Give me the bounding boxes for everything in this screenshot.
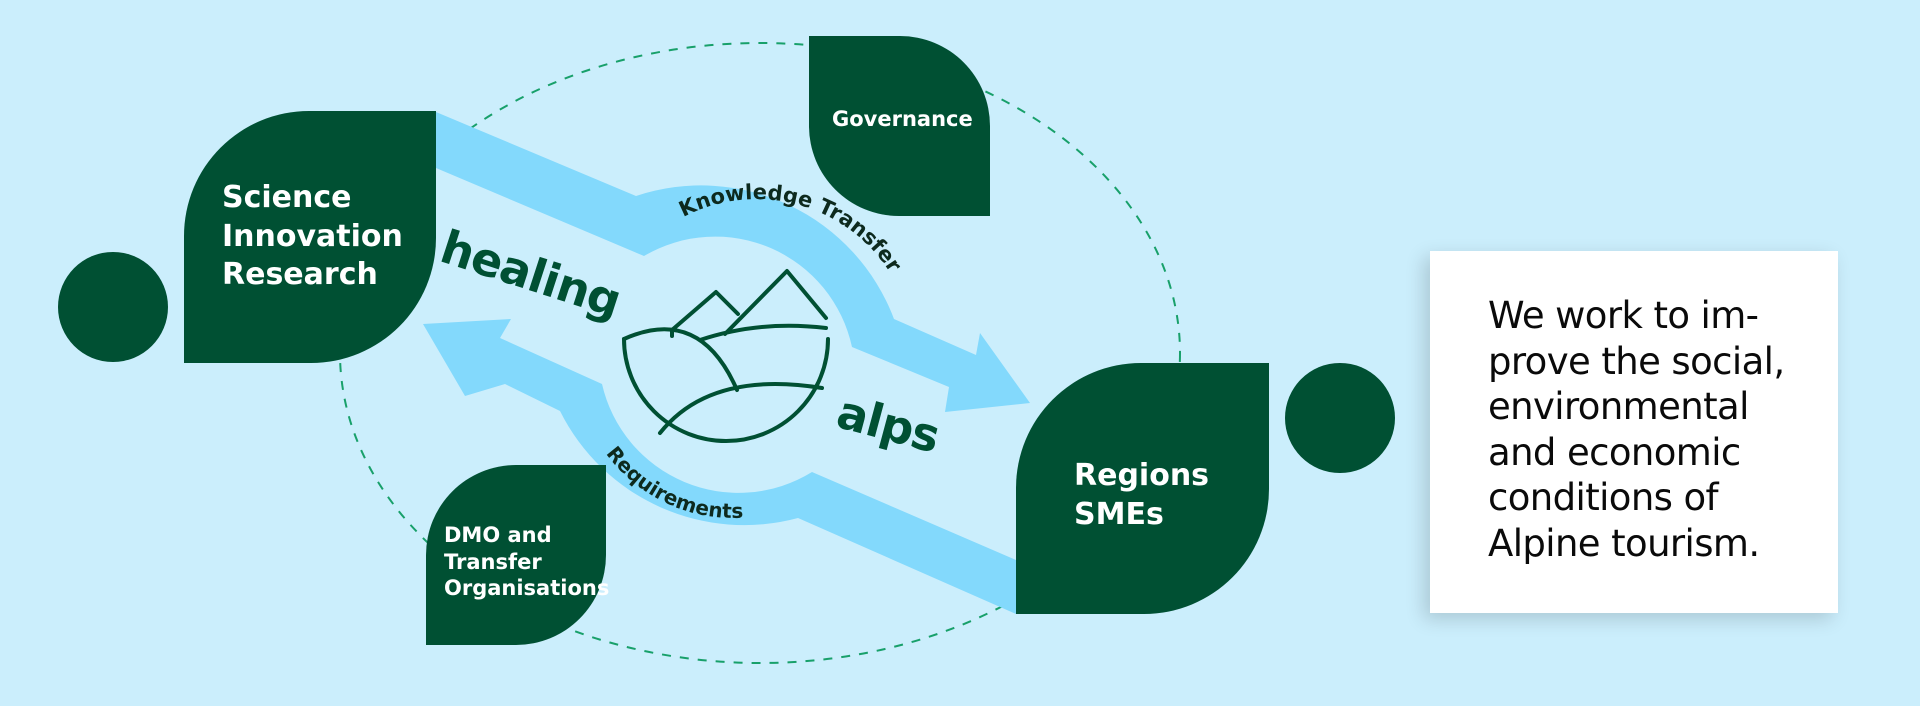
node-dmo-transfer-organisations: DMO and Transfer Organisations	[426, 465, 610, 645]
node-dmo-label: DMO and Transfer Organisations	[444, 522, 610, 601]
node-science-label: Science Innovation Research	[222, 180, 403, 293]
node-governance: Governance	[809, 36, 990, 216]
node-governance-label: Governance	[832, 107, 973, 131]
mountains-hills-emblem-icon	[622, 269, 830, 443]
requirements-arrow	[423, 319, 1016, 614]
left-dot	[58, 252, 168, 362]
mission-statement-card: We work to im- prove the social, environ…	[1430, 251, 1838, 613]
knowledge-transfer-arrow	[436, 112, 1030, 412]
mission-statement-text: We work to im- prove the social, environ…	[1488, 294, 1785, 565]
node-regions-smes: Regions SMEs	[1016, 363, 1269, 614]
right-dot	[1285, 363, 1395, 473]
node-science-innovation-research: Science Innovation Research	[184, 111, 436, 363]
logo-word-alps: alps	[831, 385, 945, 464]
node-regions-label: Regions SMEs	[1074, 458, 1210, 532]
